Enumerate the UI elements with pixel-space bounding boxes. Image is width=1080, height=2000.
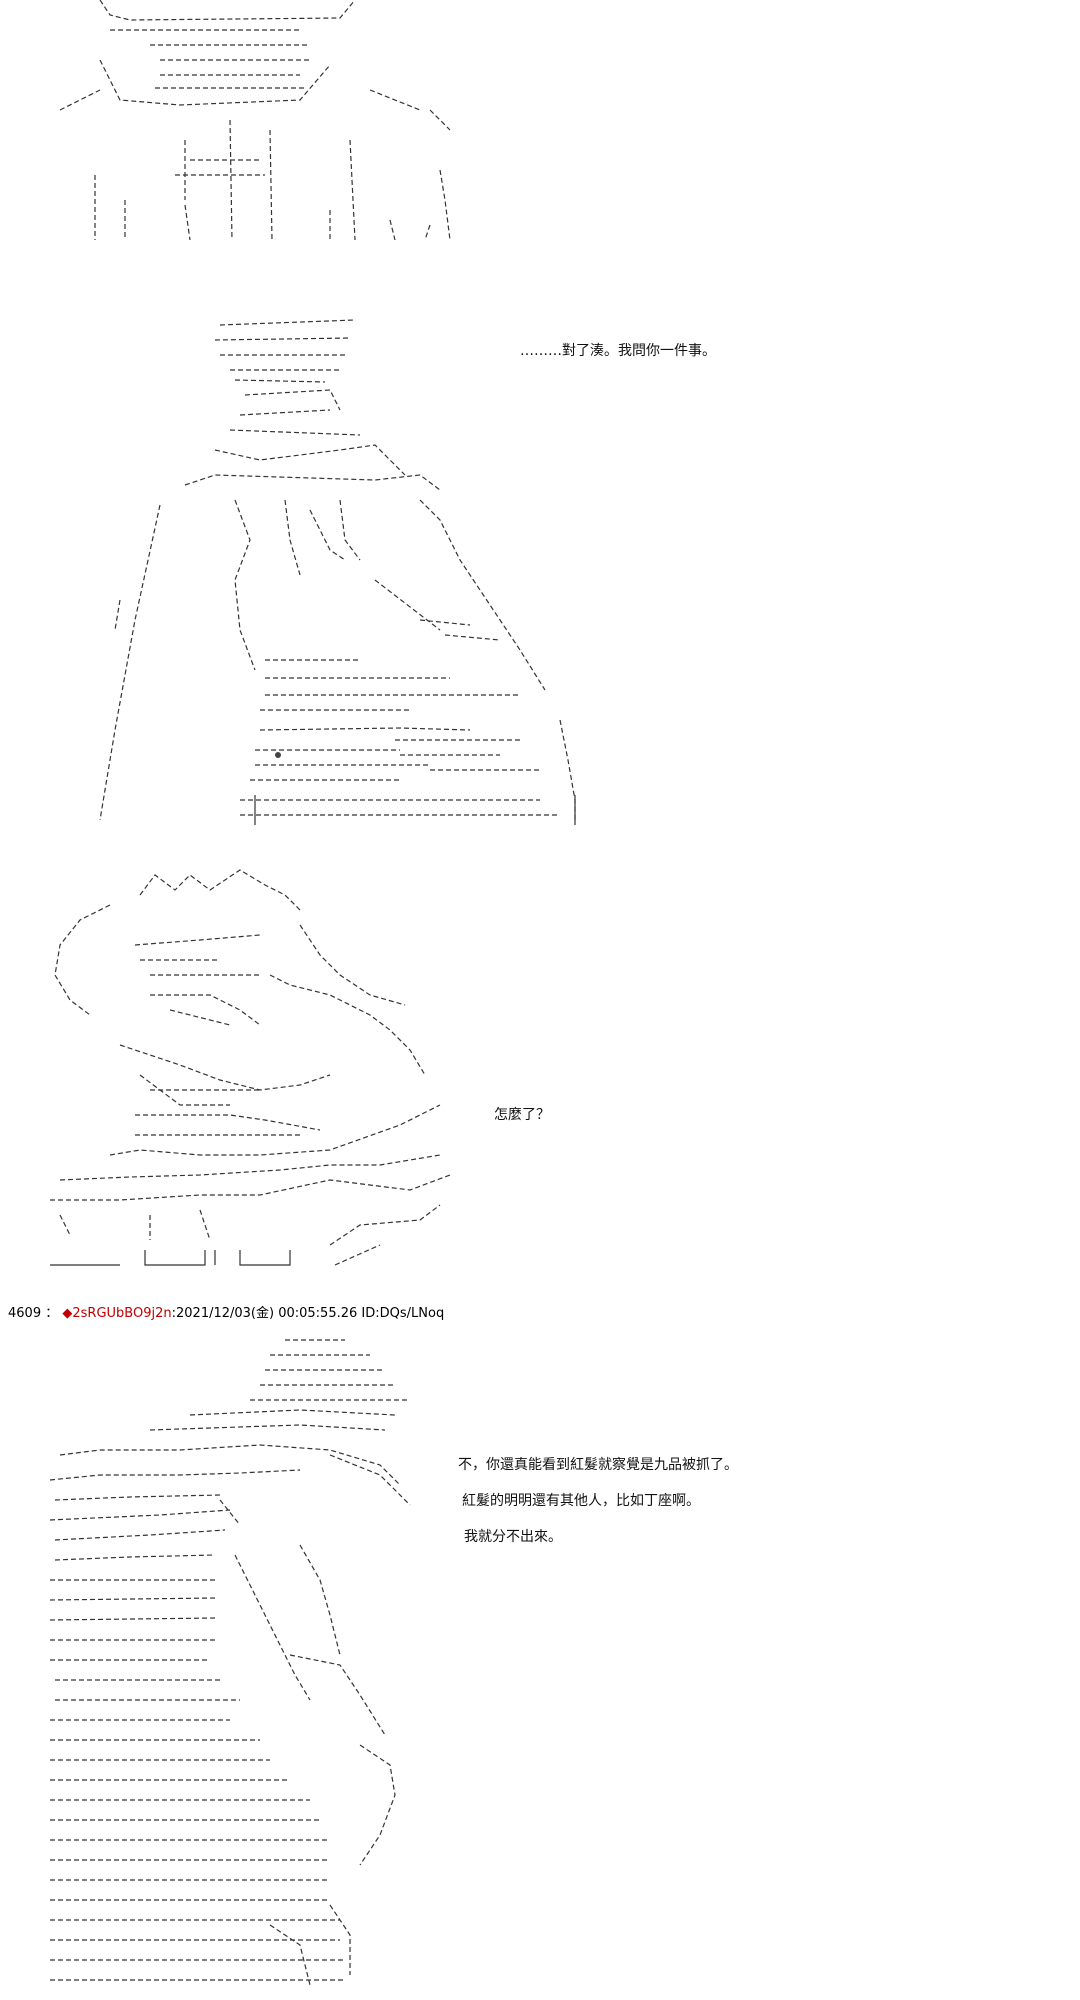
ascii-art-figure-standing xyxy=(59,0,451,241)
dialogue-line: 怎麼了？ xyxy=(494,1107,550,1123)
trip-diamond-icon: ◆ xyxy=(62,1306,73,1321)
ascii-art-figure-profile xyxy=(49,1339,411,1986)
dialogue-line: 不，你還真能看到紅髮就察覺是九品被抓了。 xyxy=(458,1457,738,1473)
panel-3: 怎麼了？ xyxy=(0,865,1080,1290)
post-tripcode[interactable]: 2sRGUbBO9j2n xyxy=(72,1306,172,1321)
post-number: 4609 xyxy=(8,1306,42,1321)
dialogue-line: 紅髮的明明還有其他人，比如丁座啊。 xyxy=(462,1493,700,1509)
ascii-art-spiky-hair-character xyxy=(50,869,451,1266)
panel-4: 不，你還真能看到紅髮就察覺是九品被抓了。 紅髮的明明還有其他人，比如丁座啊。 我… xyxy=(0,1325,1080,2000)
panel-1 xyxy=(0,0,1080,250)
post-header: 4609 ： ◆2sRGUbBO9j2n:2021/12/03(金) 00:05… xyxy=(8,1302,444,1321)
dialogue-line: ………對了湊。我問你一件事。 xyxy=(520,343,716,359)
ascii-art-figure-seated xyxy=(99,319,576,825)
panel-2: ………對了湊。我問你一件事。 xyxy=(0,300,1080,830)
dialogue-line: 我就分不出來。 xyxy=(464,1529,562,1545)
post-separator: ： xyxy=(45,1306,59,1321)
post-datetime: :2021/12/03(金) 00:05:55.26 ID:DQs/LNoq xyxy=(171,1306,445,1321)
